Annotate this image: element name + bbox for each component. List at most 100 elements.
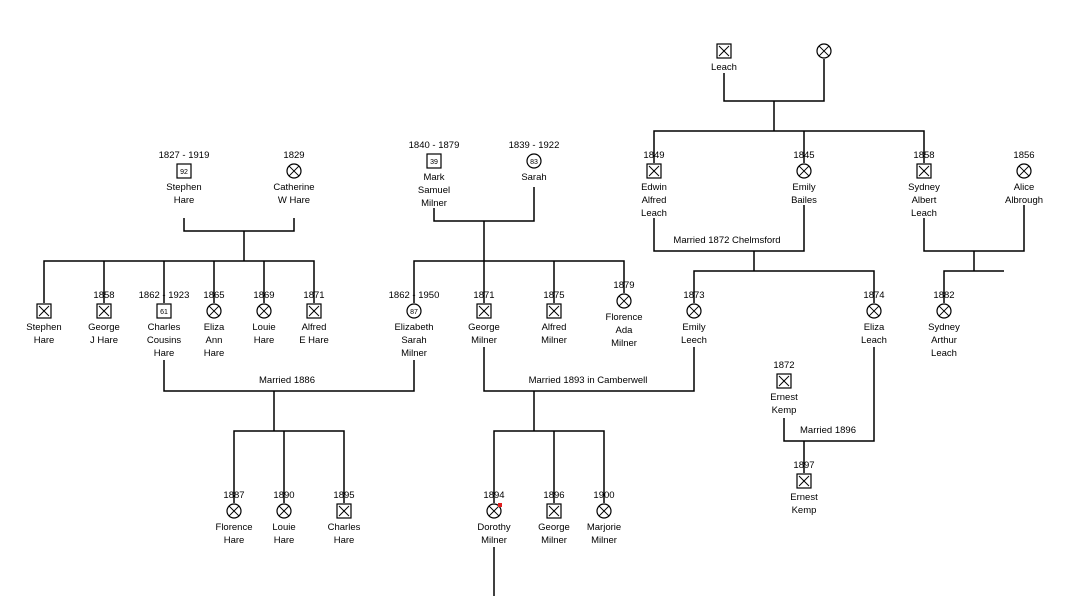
connector-line <box>483 347 695 392</box>
male-square-icon <box>96 303 112 319</box>
person-name-line: Milner <box>471 335 497 346</box>
person-leach-father[interactable]: Leach <box>679 42 769 74</box>
connector-line <box>233 430 345 503</box>
marriage-label-hare-milner: Married 1886 <box>256 375 318 386</box>
male-square-icon <box>916 163 932 179</box>
person-name-line: Albert <box>911 195 937 206</box>
female-circle-icon <box>866 303 882 319</box>
person-name-line: Stephen <box>166 182 202 193</box>
age-at-death: 87 <box>410 309 418 316</box>
person-name-line: Leach <box>861 335 887 346</box>
person-name-line: Leach <box>641 208 667 219</box>
connector-line <box>163 360 415 392</box>
person-name-line: Hare <box>223 535 245 546</box>
person-leach-mother[interactable] <box>779 42 869 61</box>
person-name-line: Milner <box>591 535 617 546</box>
person-years: 1894 <box>483 490 505 501</box>
connector-line <box>693 270 875 303</box>
person-name-line: Sydney <box>908 182 940 193</box>
person-name-line: Florence <box>215 522 253 533</box>
female-circle-icon <box>286 163 302 179</box>
female-circle-icon <box>1016 163 1032 179</box>
male-square-icon <box>336 503 352 519</box>
person-name-line: Ernest <box>770 392 798 403</box>
connector-line <box>783 347 875 442</box>
connector-line <box>493 430 605 503</box>
male-square-icon <box>476 303 492 319</box>
person-name-line: Albrough <box>1004 195 1044 206</box>
person-years: 1840 - 1879 <box>408 140 460 151</box>
person-name-line: Milner <box>421 198 447 209</box>
female-circle-icon <box>686 303 702 319</box>
person-name-line: Marjorie <box>586 522 622 533</box>
male-square-icon <box>776 373 792 389</box>
male-square-icon: 61 <box>156 303 172 319</box>
female-circle-icon <box>796 163 812 179</box>
person-name-line: Kemp <box>771 405 797 416</box>
connector-line <box>43 260 315 303</box>
person-name-line: Charles <box>327 522 361 533</box>
person-years: 1865 <box>203 290 225 301</box>
female-circle-icon <box>616 293 632 309</box>
person-name-line: Alice <box>1013 182 1035 193</box>
person-years: 1856 <box>1013 150 1035 161</box>
person-name-line: Hare <box>273 535 295 546</box>
person-years: 1849 <box>643 150 665 161</box>
female-circle-icon: 83 <box>526 153 542 169</box>
person-name-line: Kemp <box>791 505 817 516</box>
note-flag-icon <box>498 503 502 507</box>
person-name-line: Florence <box>605 312 643 323</box>
age-at-death: 39 <box>430 159 438 166</box>
person-years: 1882 <box>933 290 955 301</box>
person-name-line: Sarah <box>521 172 547 183</box>
person-years: 1875 <box>543 290 565 301</box>
age-at-death: 61 <box>160 309 168 316</box>
female-circle-icon <box>206 303 222 319</box>
marriage-label-milner-leech: Married 1893 in Camberwell <box>525 375 651 386</box>
connector-line <box>183 218 295 232</box>
female-circle-icon <box>256 303 272 319</box>
male-square-icon <box>546 503 562 519</box>
male-square-icon <box>306 303 322 319</box>
person-name-line: Hare <box>203 348 225 359</box>
person-name-line: Louie <box>252 322 276 333</box>
person-name-line: Milner <box>541 335 567 346</box>
person-name-line: Mark <box>423 172 445 183</box>
male-square-icon <box>36 303 52 319</box>
person-years: 1862 - 1950 <box>388 290 440 301</box>
person-name-line: E Hare <box>299 335 329 346</box>
person-years: 1879 <box>613 280 635 291</box>
male-square-icon <box>796 473 812 489</box>
female-circle-icon <box>816 43 832 59</box>
